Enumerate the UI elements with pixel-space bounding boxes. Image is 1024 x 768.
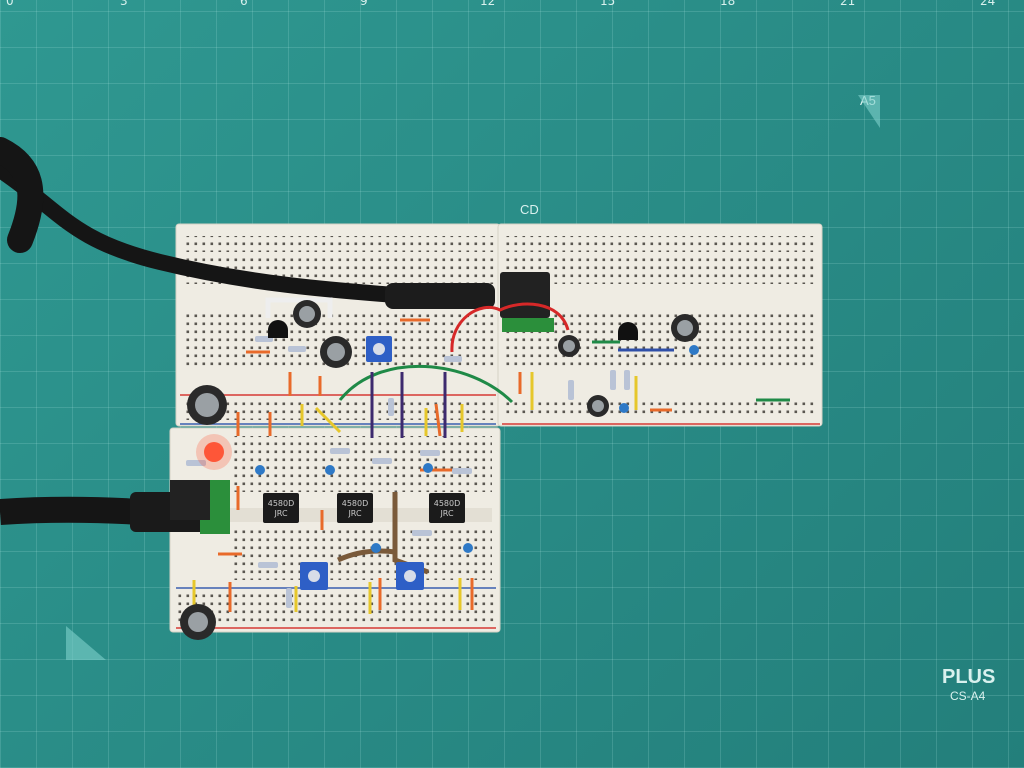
chip-marking: 4580D bbox=[434, 499, 461, 508]
mat-mark-cd: CD bbox=[520, 202, 539, 217]
ruler-number: 6 bbox=[240, 0, 248, 8]
electrolytic-capacitors bbox=[180, 300, 699, 640]
led-glow bbox=[196, 434, 232, 470]
mat-model: CS-A4 bbox=[950, 689, 986, 703]
breadboard-right bbox=[497, 223, 823, 427]
ceramic-capacitors bbox=[255, 345, 699, 553]
chip-marking: 4580D bbox=[268, 499, 295, 508]
ruler-number: 12 bbox=[480, 0, 496, 8]
chip-marking: JRC bbox=[273, 509, 288, 518]
ruler-number: 9 bbox=[360, 0, 368, 8]
opamp-chip: 4580D JRC bbox=[263, 493, 299, 523]
transistor bbox=[618, 322, 638, 340]
power-cable bbox=[0, 162, 403, 303]
dc-jack-module bbox=[500, 272, 550, 318]
transistor bbox=[268, 320, 288, 338]
mat-corner-mark bbox=[66, 626, 106, 660]
jumper-wire-red bbox=[450, 302, 570, 353]
jumper-wire-brown bbox=[336, 548, 396, 563]
jack-pcb bbox=[502, 318, 554, 332]
red-led bbox=[204, 442, 224, 462]
ruler-number: 18 bbox=[720, 0, 736, 8]
audio-jack bbox=[170, 480, 210, 520]
jumper-wire-green bbox=[338, 364, 514, 404]
dc-plug bbox=[385, 283, 495, 309]
chip-marking: 4580D bbox=[342, 499, 369, 508]
ruler-number: 15 bbox=[600, 0, 616, 8]
opamp-chip: 4580D JRC bbox=[429, 493, 465, 523]
resistors bbox=[186, 336, 630, 608]
cable-ferrite bbox=[0, 137, 44, 253]
ruler-number: 24 bbox=[980, 0, 996, 8]
jumper-wire-white bbox=[265, 297, 333, 318]
opamp-chip: 4580D JRC bbox=[337, 493, 373, 523]
mat-corner-mark bbox=[858, 95, 880, 128]
ruler-number: 21 bbox=[840, 0, 856, 8]
chip-marking: JRC bbox=[347, 509, 362, 518]
ruler-number: 3 bbox=[120, 0, 128, 8]
chip-marking: JRC bbox=[439, 509, 454, 518]
mat-brand: PLUS bbox=[942, 666, 996, 688]
ruler-number: 0 bbox=[6, 0, 14, 8]
trimmer-potentiometers bbox=[300, 336, 424, 590]
